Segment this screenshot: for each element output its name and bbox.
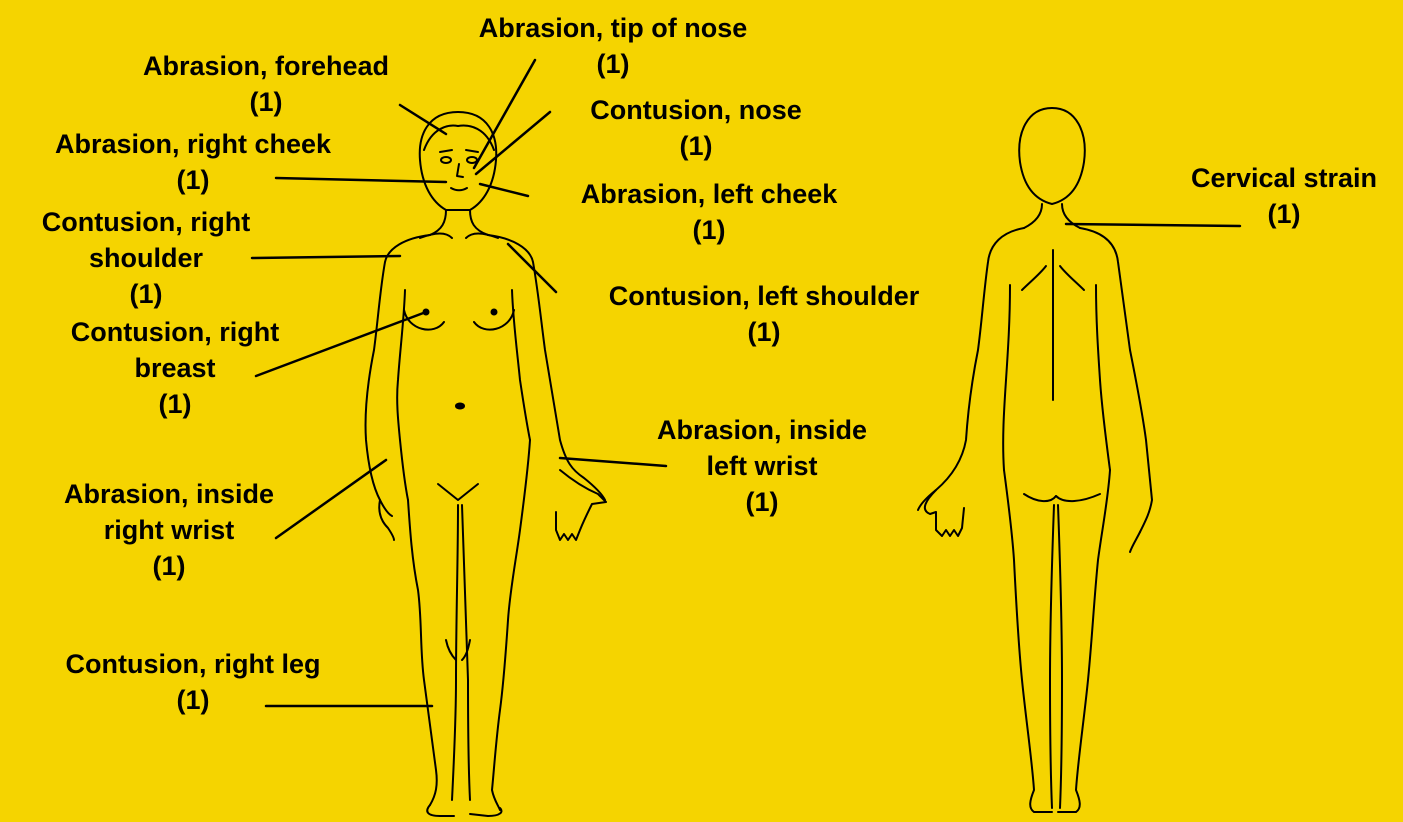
leader-left-wrist	[560, 458, 666, 466]
label-abrasion-right-cheek: Abrasion, right cheek (1)	[55, 126, 331, 198]
label-contusion-right-leg: Contusion, right leg (1)	[66, 646, 321, 718]
leader-left-shoulder	[508, 244, 556, 292]
label-abrasion-forehead: Abrasion, forehead (1)	[143, 48, 389, 120]
leader-right-wrist	[276, 460, 386, 538]
label-abrasion-tip-of-nose: Abrasion, tip of nose (1)	[479, 10, 748, 82]
label-abrasion-inside-left-wrist: Abrasion, inside left wrist (1)	[657, 412, 867, 520]
label-abrasion-inside-right-wrist: Abrasion, inside right wrist (1)	[64, 476, 274, 584]
label-cervical-strain: Cervical strain (1)	[1191, 160, 1377, 232]
leader-right-shoulder	[252, 256, 400, 258]
label-contusion-nose: Contusion, nose (1)	[590, 92, 802, 164]
label-abrasion-left-cheek: Abrasion, left cheek (1)	[581, 176, 838, 248]
label-contusion-right-breast: Contusion, right breast (1)	[71, 314, 279, 422]
back-body-figure	[918, 108, 1152, 812]
label-contusion-right-shoulder: Contusion, right shoulder (1)	[42, 204, 250, 312]
front-body-figure	[365, 112, 606, 816]
label-contusion-left-shoulder: Contusion, left shoulder (1)	[609, 278, 920, 350]
leader-forehead	[400, 105, 446, 134]
